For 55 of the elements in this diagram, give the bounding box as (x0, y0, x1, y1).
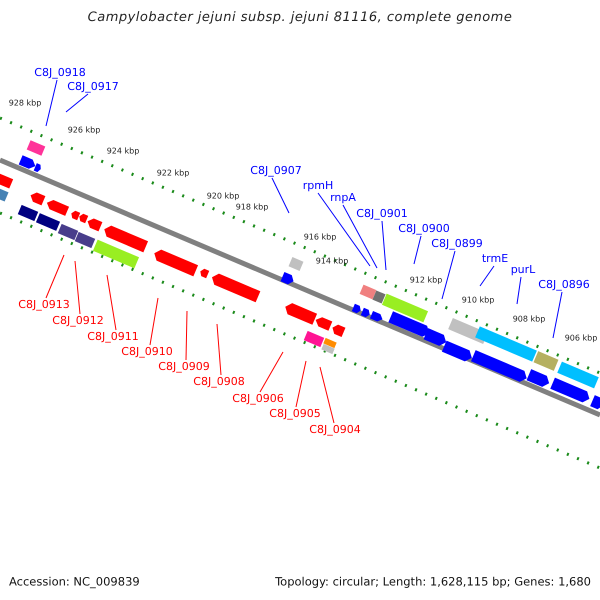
genome-summary-text: Topology: circular; Length: 1,628,115 bp; Genes: 1,680 (275, 576, 591, 588)
gene-label: C8J_0910 (121, 346, 173, 358)
leader-line (46, 80, 58, 126)
leader-line (320, 366, 334, 424)
scale-label: 918 kbp (236, 204, 268, 212)
scale-label: 920 kbp (206, 192, 240, 202)
scale-label: 914 kbp (316, 258, 348, 266)
leader-line (150, 298, 158, 346)
scale-label: 912 kbp (410, 276, 442, 286)
gene-label: C8J_0911 (87, 330, 139, 344)
scale-label: 922 kbp (156, 170, 190, 178)
leader-line (186, 310, 188, 360)
accession-text: Accession: NC_009839 (9, 576, 140, 588)
leader-line (382, 220, 386, 270)
leader-line (414, 236, 422, 264)
gene-label: rnpA (330, 192, 356, 204)
gene-label: C8J_0907 (250, 164, 302, 178)
gene-label: C8J_0905 (269, 408, 321, 420)
gene-label: C8J_0896 (538, 278, 590, 292)
gene-label: C8J_0899 (431, 238, 483, 250)
scale-label: 906 kbp (564, 334, 598, 344)
gene-label: C8J_0918 (34, 66, 86, 80)
leader-line (480, 266, 494, 286)
gene-label: C8J_0901 (356, 208, 408, 220)
gene-label: C8J_0909 (158, 360, 210, 374)
gene-label: purL (510, 264, 536, 276)
leader-line (552, 292, 562, 338)
leader-line (296, 360, 306, 408)
scale-label: 910 kbp (462, 296, 494, 306)
leader-line (260, 352, 284, 392)
scale-label: 926 kbp (68, 126, 100, 136)
scale-label: 908 kbp (512, 316, 546, 324)
gene-label: C8J_0917 (67, 80, 119, 94)
scale-label: 928 kbp (8, 100, 42, 108)
leader-line (46, 254, 64, 298)
scale-label: 916 kbp (304, 234, 336, 242)
leader-line (74, 260, 80, 314)
leader-line (106, 274, 116, 330)
gene-label: C8J_0913 (18, 298, 70, 312)
gene-label: rpmH (302, 180, 334, 192)
gene-label: C8J_0906 (232, 392, 284, 406)
leader-line (216, 324, 222, 376)
gene-label: C8J_0912 (52, 314, 104, 328)
leader-line (442, 250, 456, 300)
gene-label: C8J_0904 (309, 424, 361, 436)
gene-label: C8J_0908 (193, 376, 245, 388)
leader-line (272, 178, 290, 214)
gene-label: trmE (482, 252, 508, 266)
scale-label: 924 kbp (106, 148, 140, 156)
leader-line (318, 192, 370, 266)
leader-line (66, 94, 88, 112)
gene-label: C8J_0900 (398, 222, 450, 236)
title: Campylobacter jejuni subsp. jejuni 81116, complete genome (88, 10, 512, 26)
leader-line (516, 276, 522, 304)
leader-line (342, 204, 378, 268)
